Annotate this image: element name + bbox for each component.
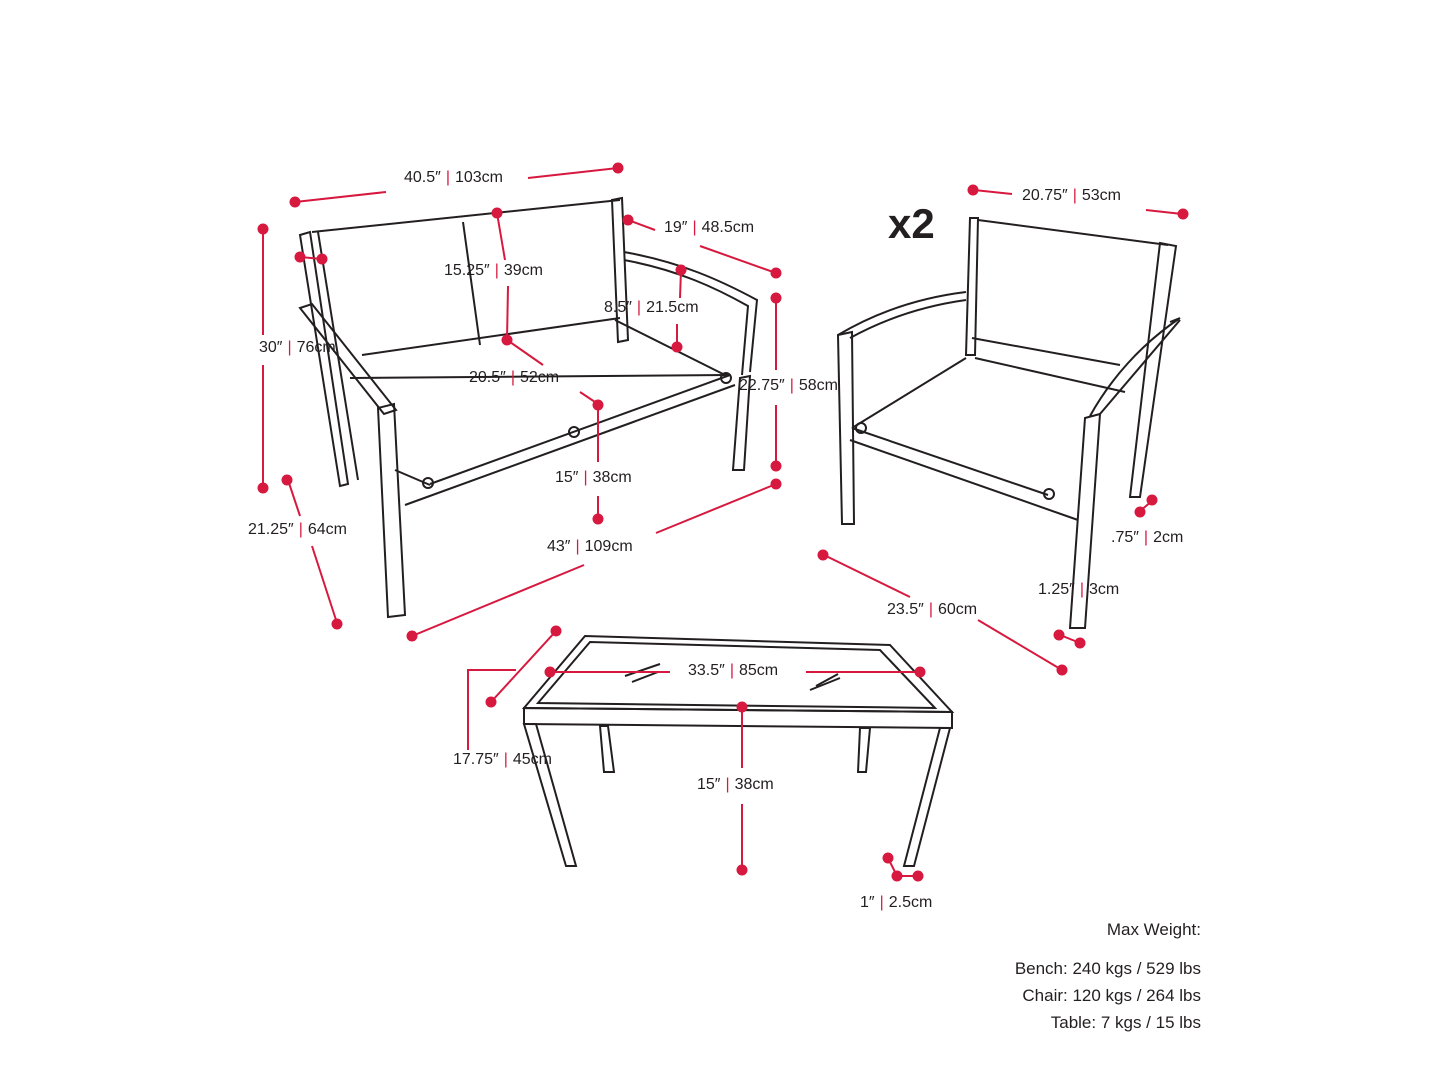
dim-bench-height: 30″|76cm <box>259 339 336 356</box>
dim-chair-depth: 23.5″|60cm <box>887 601 978 618</box>
dim-table-depth: 17.75″|45cm <box>453 751 552 768</box>
dim-table-height: 15″|38cm <box>697 776 774 793</box>
dimension-lines <box>257 162 1189 882</box>
dim-bench-depth: 21.25″|64cm <box>248 521 347 538</box>
table-drawing <box>521 634 955 867</box>
max-weight-block: Max Weight: Bench: 240 kgs / 529 lbs Cha… <box>1015 916 1201 1036</box>
chair-drawing <box>836 217 1181 629</box>
dim-bench-back-height: 15.25″|39cm <box>444 262 543 279</box>
max-weight-chair: Chair: 120 kgs / 264 lbs <box>1022 986 1201 1005</box>
dim-bench-overall-width: 43″|109cm <box>547 538 633 555</box>
dim-bench-width: 40.5″|103cm <box>404 169 503 186</box>
dim-bench-seat-height: 15″|38cm <box>555 469 632 486</box>
dim-table-length: 33.5″|85cm <box>688 662 779 679</box>
dim-bench-armrest-height: 8.5″|21.5cm <box>604 299 699 316</box>
dim-leg-width: 1.25″|3cm <box>1038 581 1120 598</box>
bench-drawing <box>298 196 759 619</box>
quantity-badge: x2 <box>888 200 935 247</box>
max-weight-title: Max Weight: <box>1106 920 1201 939</box>
dim-chair-width: 20.75″|53cm <box>1022 187 1121 204</box>
dim-leg-thickness: .75″|2cm <box>1111 529 1184 546</box>
dim-bench-seat-depth: 20.5″|52cm <box>469 369 560 386</box>
dim-table-leg: 1″|2.5cm <box>860 894 933 911</box>
dim-bench-depth-arm: 19″|48.5cm <box>664 219 755 236</box>
max-weight-bench: Bench: 240 kgs / 529 lbs <box>1014 959 1201 978</box>
dim-arm-height: 22.75″|58cm <box>739 377 838 394</box>
max-weight-table: Table: 7 kgs / 15 lbs <box>1050 1013 1201 1032</box>
